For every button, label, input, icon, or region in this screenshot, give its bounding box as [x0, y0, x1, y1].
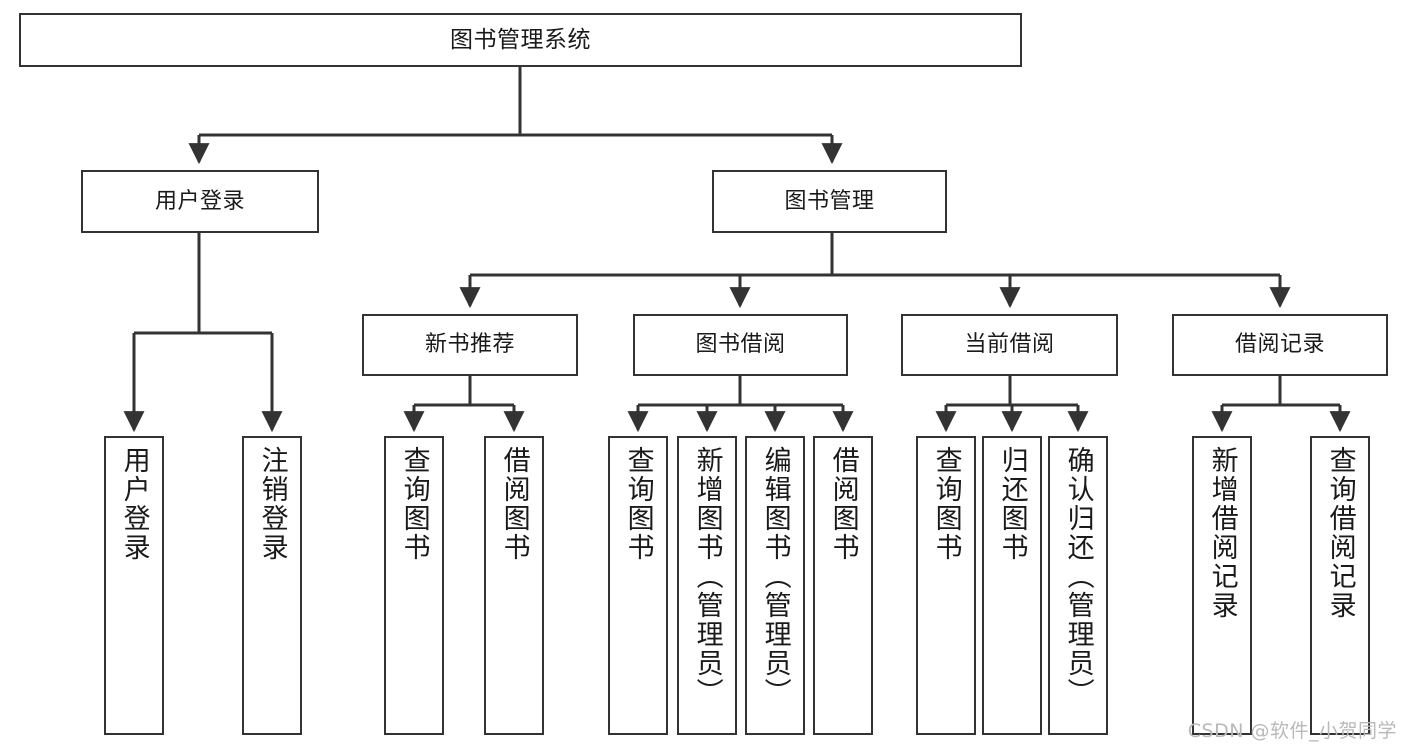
leaf-return-book-label: 归还图书 [996, 446, 1028, 562]
leaf-query-borrow-record[interactable]: 查询借阅记录 [1310, 436, 1370, 735]
leaf-confirm-return-admin-label: 确认归还（管理员） [1062, 446, 1094, 707]
node-root[interactable]: 图书管理系统 [19, 13, 1022, 67]
node-user-login-label: 用户登录 [154, 188, 245, 214]
node-user-login[interactable]: 用户登录 [81, 170, 319, 233]
leaf-logout-label: 注销登录 [256, 446, 288, 562]
leaf-add-book-admin[interactable]: 新增图书（管理员） [677, 436, 737, 735]
leaf-borrow-book[interactable]: 借阅图书 [813, 436, 873, 735]
leaf-return-book[interactable]: 归还图书 [982, 436, 1042, 735]
leaf-confirm-return-admin[interactable]: 确认归还（管理员） [1048, 436, 1108, 735]
node-book-borrow[interactable]: 图书借阅 [633, 314, 848, 376]
node-book-borrow-label: 图书借阅 [695, 332, 786, 358]
leaf-edit-book-admin-label: 编辑图书（管理员） [759, 446, 791, 707]
leaf-query-borrow-record-label: 查询借阅记录 [1324, 446, 1356, 620]
node-new-book-recommend[interactable]: 新书推荐 [362, 314, 578, 376]
watermark-text: CSDN @软件_小贺同学 [1187, 720, 1397, 742]
leaf-add-book-admin-label: 新增图书（管理员） [691, 446, 723, 707]
node-book-management-label: 图书管理 [784, 188, 875, 214]
leaf-user-login-label: 用户登录 [118, 446, 150, 562]
leaf-borrow-books-recommend[interactable]: 借阅图书 [484, 436, 544, 735]
leaf-edit-book-admin[interactable]: 编辑图书（管理员） [745, 436, 805, 735]
leaf-logout[interactable]: 注销登录 [242, 436, 302, 735]
node-root-label: 图书管理系统 [450, 26, 591, 53]
leaf-query-books-current-label: 查询图书 [930, 446, 962, 562]
leaf-query-books-recommend[interactable]: 查询图书 [384, 436, 444, 735]
leaf-query-books-borrow[interactable]: 查询图书 [608, 436, 668, 735]
leaf-user-login[interactable]: 用户登录 [104, 436, 164, 735]
node-book-management[interactable]: 图书管理 [712, 170, 947, 233]
leaf-query-books-current[interactable]: 查询图书 [916, 436, 976, 735]
node-current-borrow[interactable]: 当前借阅 [901, 314, 1118, 376]
node-new-book-recommend-label: 新书推荐 [424, 332, 515, 358]
leaf-borrow-book-label: 借阅图书 [827, 446, 859, 562]
node-current-borrow-label: 当前借阅 [964, 332, 1055, 358]
leaf-query-books-recommend-label: 查询图书 [398, 446, 430, 562]
leaf-add-borrow-record[interactable]: 新增借阅记录 [1192, 436, 1252, 735]
node-borrow-records[interactable]: 借阅记录 [1172, 314, 1388, 376]
node-borrow-records-label: 借阅记录 [1234, 332, 1325, 358]
leaf-add-borrow-record-label: 新增借阅记录 [1206, 446, 1238, 620]
leaf-query-books-borrow-label: 查询图书 [622, 446, 654, 562]
leaf-borrow-books-recommend-label: 借阅图书 [498, 446, 530, 562]
